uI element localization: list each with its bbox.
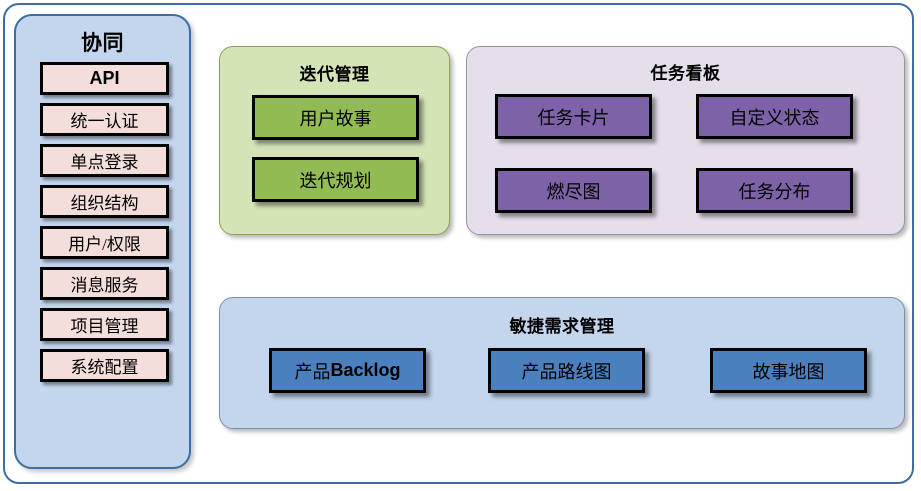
sidebar-item-unified-auth[interactable]: 统一认证 <box>40 103 169 136</box>
sidebar-item-user-permission[interactable]: 用户/权限 <box>40 226 169 259</box>
sidebar-item-message-service[interactable]: 消息服务 <box>40 267 169 300</box>
task-board-box-task-card[interactable]: 任务卡片 <box>495 94 652 139</box>
sidebar-title: 协同 <box>81 32 124 55</box>
iteration-box-iteration-planning[interactable]: 迭代规划 <box>252 157 419 202</box>
iteration-box-user-story[interactable]: 用户故事 <box>252 95 419 140</box>
agile-box-story-map[interactable]: 故事地图 <box>710 348 867 393</box>
sidebar-item-project-management[interactable]: 项目管理 <box>40 308 169 341</box>
agile-box-product-backlog-emphasis: Backlog <box>330 360 401 380</box>
task-board-panel: 任务看板 任务卡片 自定义状态 燃尽图 任务分布 <box>466 46 905 235</box>
sidebar-panel: 协同 API 统一认证 单点登录 组织结构 用户/权限 消息服务 项目管理 系统… <box>14 14 191 469</box>
sidebar-item-api[interactable]: API <box>40 62 169 95</box>
task-board-box-burndown-chart[interactable]: 燃尽图 <box>495 168 652 213</box>
task-board-box-custom-status[interactable]: 自定义状态 <box>696 94 853 139</box>
agile-box-product-roadmap[interactable]: 产品路线图 <box>488 348 645 393</box>
iteration-management-title: 迭代管理 <box>299 65 370 84</box>
sidebar-item-single-sign-on[interactable]: 单点登录 <box>40 144 169 177</box>
sidebar-item-list: API 统一认证 单点登录 组织结构 用户/权限 消息服务 项目管理 系统配置 <box>40 62 169 390</box>
agile-requirements-title: 敏捷需求管理 <box>509 317 615 336</box>
iteration-management-panel: 迭代管理 用户故事 迭代规划 <box>219 46 450 235</box>
sidebar-item-system-config[interactable]: 系统配置 <box>40 349 169 382</box>
task-board-title: 任务看板 <box>650 64 721 83</box>
sidebar-item-org-structure[interactable]: 组织结构 <box>40 185 169 218</box>
task-board-box-task-distribution[interactable]: 任务分布 <box>696 168 853 213</box>
agile-box-product-backlog-prefix: 产品 <box>294 361 331 382</box>
